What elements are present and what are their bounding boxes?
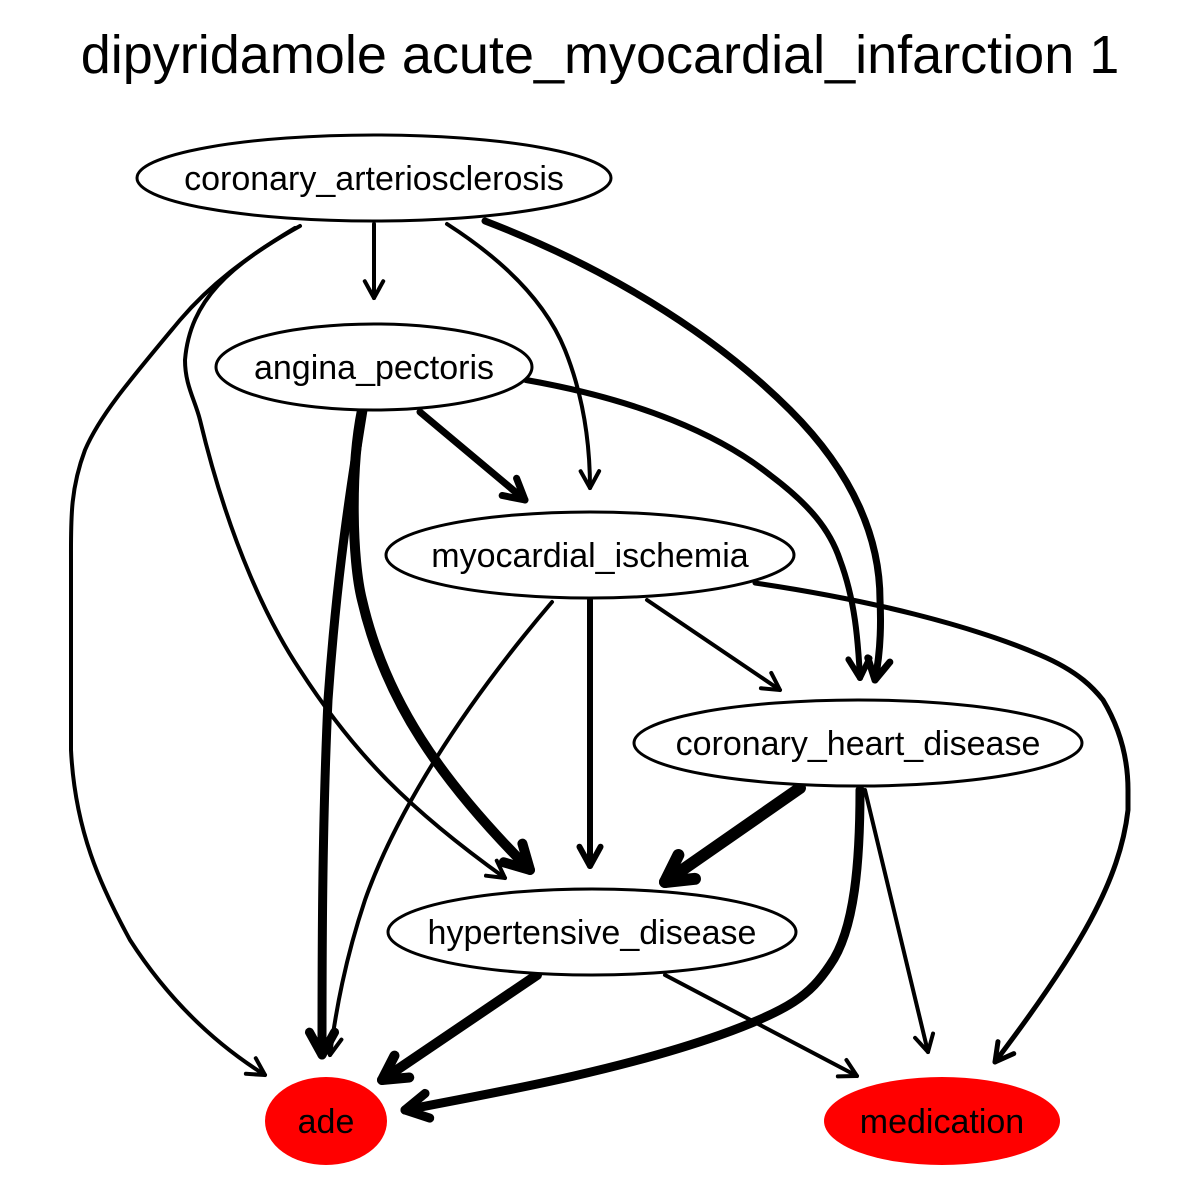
node-shape xyxy=(265,1077,387,1165)
edge-coronary-arteriosclerosis-to-angina-pectoris xyxy=(362,222,386,300)
node-shape xyxy=(386,887,798,977)
edge-hypertensive-disease-to-ade xyxy=(377,970,542,1085)
edge-arrowhead xyxy=(835,1058,859,1079)
edge-arrowhead xyxy=(362,279,386,300)
edge-arrowhead xyxy=(913,1031,936,1054)
edge-arrowhead xyxy=(659,848,701,888)
edge-arrowhead xyxy=(758,670,782,692)
node-myocardial-ischemia[interactable]: myocardial_ischemia xyxy=(384,510,796,600)
node-medication[interactable]: medication xyxy=(824,1077,1060,1165)
diagram-title: dipyridamole acute_myocardial_infarction… xyxy=(80,25,1120,85)
edge-line xyxy=(377,970,542,1085)
edge-line xyxy=(416,408,529,504)
node-hypertensive-disease[interactable]: hypertensive_disease xyxy=(386,887,798,977)
nodes-layer: coronary_arteriosclerosis angina_pectori… xyxy=(135,133,1084,1165)
node-label: hypertensive_disease xyxy=(428,914,757,952)
edge-arrowhead xyxy=(498,474,529,504)
edge-coronary-arteriosclerosis-to-myocardial-ischemia xyxy=(445,222,602,490)
edge-arrowhead xyxy=(377,1050,415,1085)
node-shape xyxy=(135,133,613,223)
edge-coronary-arteriosclerosis-to-ade xyxy=(68,226,297,1077)
edge-arrowhead xyxy=(498,838,535,875)
edge-myocardial-ischemia-to-coronary-heart-disease xyxy=(645,598,782,692)
node-shape xyxy=(632,698,1084,788)
edge-line xyxy=(317,405,368,1060)
edge-coronary-heart-disease-to-ade xyxy=(400,785,865,1123)
edge-line xyxy=(663,973,859,1078)
edge-arrowhead xyxy=(864,654,894,684)
edge-line xyxy=(863,788,930,1054)
node-shape xyxy=(214,322,534,412)
edge-arrowhead xyxy=(845,655,873,681)
edge-line xyxy=(523,377,863,681)
node-shape xyxy=(824,1077,1060,1165)
edge-arrowhead xyxy=(321,1035,344,1057)
edge-coronary-heart-disease-to-hypertensive-disease xyxy=(659,782,806,888)
node-shape xyxy=(384,510,796,600)
node-ade[interactable]: ade xyxy=(265,1077,387,1165)
edge-coronary-heart-disease-to-medication xyxy=(863,788,936,1054)
edge-line xyxy=(445,222,592,490)
edge-line xyxy=(68,226,297,1077)
edge-arrowhead xyxy=(243,1056,267,1077)
edge-line xyxy=(400,785,865,1115)
node-label: ade xyxy=(298,1103,355,1141)
node-label: angina_pectoris xyxy=(254,349,494,387)
edge-myocardial-ischemia-to-ade xyxy=(321,600,554,1057)
node-label: medication xyxy=(860,1103,1024,1141)
edge-angina-pectoris-to-myocardial-ischemia xyxy=(416,408,529,504)
edge-coronary-arteriosclerosis-to-coronary-heart-disease xyxy=(481,217,894,684)
edge-line xyxy=(481,217,885,684)
edge-arrowhead xyxy=(992,1039,1017,1065)
edges-layer xyxy=(68,217,1131,1123)
edge-line xyxy=(645,598,782,692)
node-label: myocardial_ischemia xyxy=(431,537,749,575)
node-coronary-heart-disease[interactable]: coronary_heart_disease xyxy=(632,698,1084,788)
edge-angina-pectoris-to-coronary-heart-disease xyxy=(523,377,873,681)
edge-arrowhead xyxy=(578,469,602,490)
node-label: coronary_heart_disease xyxy=(676,725,1041,763)
edge-arrowhead xyxy=(483,858,507,880)
edge-line xyxy=(752,580,1131,1065)
node-angina-pectoris[interactable]: angina_pectoris xyxy=(214,322,534,412)
edge-hypertensive-disease-to-medication xyxy=(663,973,859,1079)
edge-coronary-arteriosclerosis-to-hypertensive-disease xyxy=(183,224,507,880)
edge-arrowhead xyxy=(400,1088,435,1123)
node-coronary-arteriosclerosis[interactable]: coronary_arteriosclerosis xyxy=(135,133,613,223)
edge-line xyxy=(328,600,554,1057)
edge-line xyxy=(183,224,507,880)
edge-myocardial-ischemia-to-medication xyxy=(752,580,1131,1065)
edge-line xyxy=(659,782,806,888)
edge-arrowhead xyxy=(576,843,604,869)
node-label: coronary_arteriosclerosis xyxy=(184,160,564,198)
edge-myocardial-ischemia-to-hypertensive-disease xyxy=(576,597,604,869)
